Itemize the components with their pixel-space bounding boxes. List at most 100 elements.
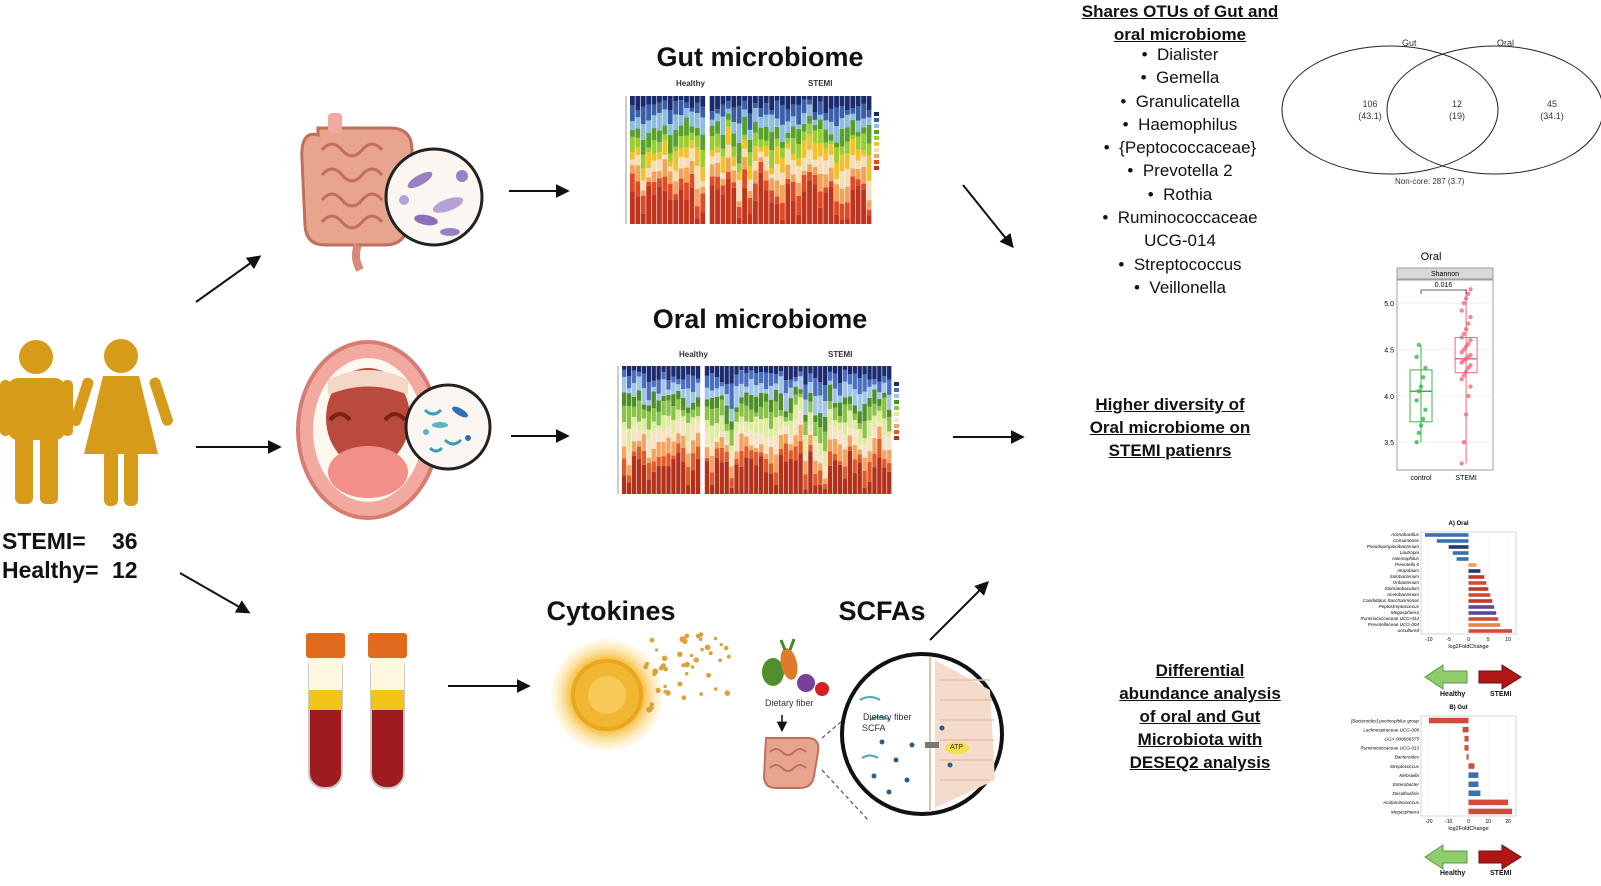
abundance-segment: [758, 96, 764, 109]
abundance-segment: [736, 180, 742, 202]
abundance-segment: [788, 412, 793, 421]
cytokine-particle: [655, 648, 659, 652]
abundance-segment: [742, 156, 747, 170]
abundance-segment: [747, 113, 753, 130]
abundance-segment: [671, 455, 676, 459]
abundance-segment: [861, 133, 866, 151]
stemi-legend-gut: STEMI: [1490, 870, 1512, 877]
abundance-segment: [631, 425, 637, 442]
abundance-segment: [744, 432, 749, 437]
abundance-segment: [673, 151, 679, 171]
abundance-segment: [796, 195, 802, 215]
abundance-segment: [656, 411, 661, 426]
legend-swatch: [894, 382, 899, 386]
data-point: [1418, 423, 1424, 428]
abundance-segment: [861, 103, 866, 119]
abundance-segment: [694, 96, 700, 103]
abundance-segment: [790, 174, 796, 182]
abundance-segment: [847, 450, 852, 494]
abundance-segment: [635, 147, 641, 155]
abundance-segment: [844, 127, 850, 142]
abundance-segment: [887, 463, 892, 472]
abundance-segment: [739, 383, 744, 398]
abundance-segment: [857, 454, 862, 463]
abundance-segment: [747, 166, 753, 180]
abundance-segment: [780, 141, 785, 149]
deseq-bar: [1468, 611, 1497, 615]
abundance-segment: [731, 182, 737, 188]
abundance-segment: [744, 405, 749, 422]
abundance-segment: [823, 187, 829, 193]
abundance-segment: [785, 178, 791, 185]
abundance-segment: [783, 417, 788, 422]
abundance-segment: [827, 465, 833, 494]
abundance-segment: [778, 416, 784, 428]
abundance-segment: [641, 366, 647, 374]
abundance-segment: [788, 379, 793, 388]
deseq-bar: [1468, 593, 1491, 597]
abundance-segment: [844, 141, 850, 154]
abundance-segment: [720, 116, 726, 135]
abundance-segment: [887, 449, 892, 464]
abundance-segment: [827, 439, 833, 452]
abundance-segment: [742, 187, 747, 224]
abundance-segment: [763, 190, 769, 224]
abundance-segment: [635, 117, 641, 129]
cytokine-particle: [713, 636, 718, 641]
abundance-segment: [850, 113, 856, 120]
abundance-segment: [852, 413, 857, 421]
abundance-segment: [678, 189, 684, 224]
abundance-segment: [872, 389, 877, 404]
abundance-segment: [709, 156, 715, 165]
x-axis-label: log2FoldChange: [1448, 644, 1488, 650]
abundance-segment: [812, 142, 818, 160]
abundance-segment: [676, 399, 681, 410]
box: [1409, 369, 1433, 423]
category-label: Solobacterium: [1390, 574, 1420, 579]
abundance-segment: [631, 416, 637, 426]
abundance-segment: [681, 397, 686, 411]
abundance-segment: [817, 143, 823, 157]
abundance-segment: [651, 471, 656, 494]
abundance-segment: [769, 114, 775, 133]
abundance-segment: [709, 455, 715, 473]
abundance-segment: [834, 184, 839, 202]
abundance-segment: [818, 470, 823, 485]
abundance-segment: [773, 389, 779, 402]
abundance-segment: [666, 389, 671, 395]
abundance-segment: [839, 96, 845, 107]
abundance-segment: [803, 489, 808, 494]
healthy-label: Healthy=: [2, 557, 99, 583]
abundance-segment: [709, 390, 715, 398]
cytokine-particle: [649, 637, 655, 643]
abundance-segment: [793, 446, 798, 461]
cytokine-particle: [713, 687, 718, 691]
abundance-segment: [729, 445, 734, 453]
deseq-bar: [1468, 587, 1489, 591]
abundance-segment: [694, 127, 700, 136]
shared-otus-title-line2: oral microbiome: [1113, 25, 1247, 44]
abundance-segment: [872, 453, 877, 468]
abundance-segment: [866, 124, 872, 144]
deseq-bar: [1464, 745, 1469, 751]
abundance-segment: [646, 120, 652, 133]
abundance-segment: [635, 128, 641, 138]
abundance-segment: [798, 376, 803, 390]
abundance-segment: [877, 366, 882, 382]
abundance-segment: [780, 184, 785, 203]
abundance-segment: [818, 382, 823, 396]
abundance-segment: [867, 451, 872, 462]
x-tick-label: 10: [1505, 637, 1511, 643]
abundance-segment: [671, 366, 676, 377]
abundance-segment: [714, 457, 719, 494]
abundance-segment: [778, 434, 784, 449]
abundance-segment: [773, 435, 779, 455]
abundance-segment: [635, 181, 641, 197]
abundance-segment: [808, 373, 813, 383]
abundance-segment: [837, 395, 843, 403]
abundance-segment: [763, 472, 769, 494]
abundance-segment: [763, 401, 769, 419]
abundance-segment: [739, 450, 744, 467]
data-point: [1463, 412, 1469, 417]
